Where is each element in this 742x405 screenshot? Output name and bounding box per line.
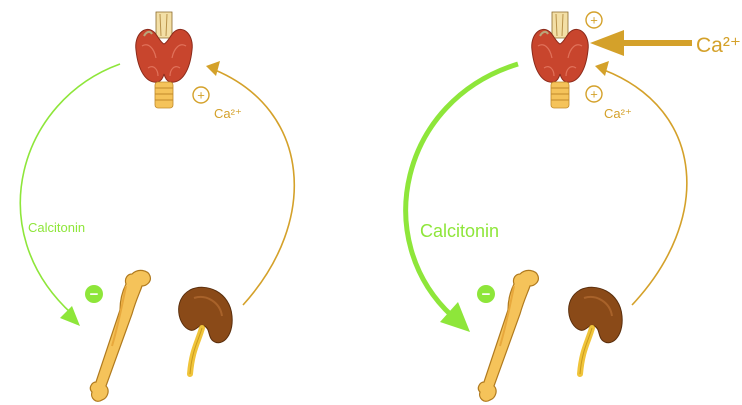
calcitonin-arrow-right: [406, 64, 518, 316]
stimulation-sign-left: +: [193, 87, 209, 103]
calcium-input-label: Ca²⁺: [696, 34, 741, 57]
kidney-icon: [569, 287, 623, 374]
plus-symbol: +: [590, 87, 598, 102]
calcium-label-right: Ca²⁺: [604, 106, 632, 121]
calcium-input-arrowhead: [590, 30, 624, 56]
calcitonin-label-left: Calcitonin: [28, 220, 85, 235]
calcitonin-label-right: Calcitonin: [420, 221, 499, 241]
inhibition-sign-left: −: [85, 285, 103, 303]
calcium-label-left: Ca²⁺: [214, 106, 242, 121]
plus-symbol: +: [590, 13, 598, 28]
inhibition-sign-right: −: [477, 285, 495, 303]
stimulation-sign-right-top: +: [586, 12, 602, 28]
calcitonin-arrowhead-left: [60, 306, 80, 326]
kidney-icon: [179, 287, 233, 374]
calcium-arrowhead-left: [206, 61, 220, 76]
calcium-arrowhead-right: [595, 61, 609, 76]
calcitonin-arrow-left: [20, 64, 120, 314]
thyroid-gland-icon: [136, 12, 193, 108]
minus-symbol: −: [90, 286, 99, 303]
thyroid-gland-icon: [532, 12, 589, 108]
left-panel: + − Ca²⁺ Calcitonin: [20, 12, 294, 401]
stimulation-sign-right-mid: +: [586, 86, 602, 102]
right-panel: + + − Ca²⁺ Ca²⁺ Calcitonin: [406, 12, 741, 401]
minus-symbol: −: [482, 286, 491, 303]
plus-symbol: +: [197, 88, 205, 103]
